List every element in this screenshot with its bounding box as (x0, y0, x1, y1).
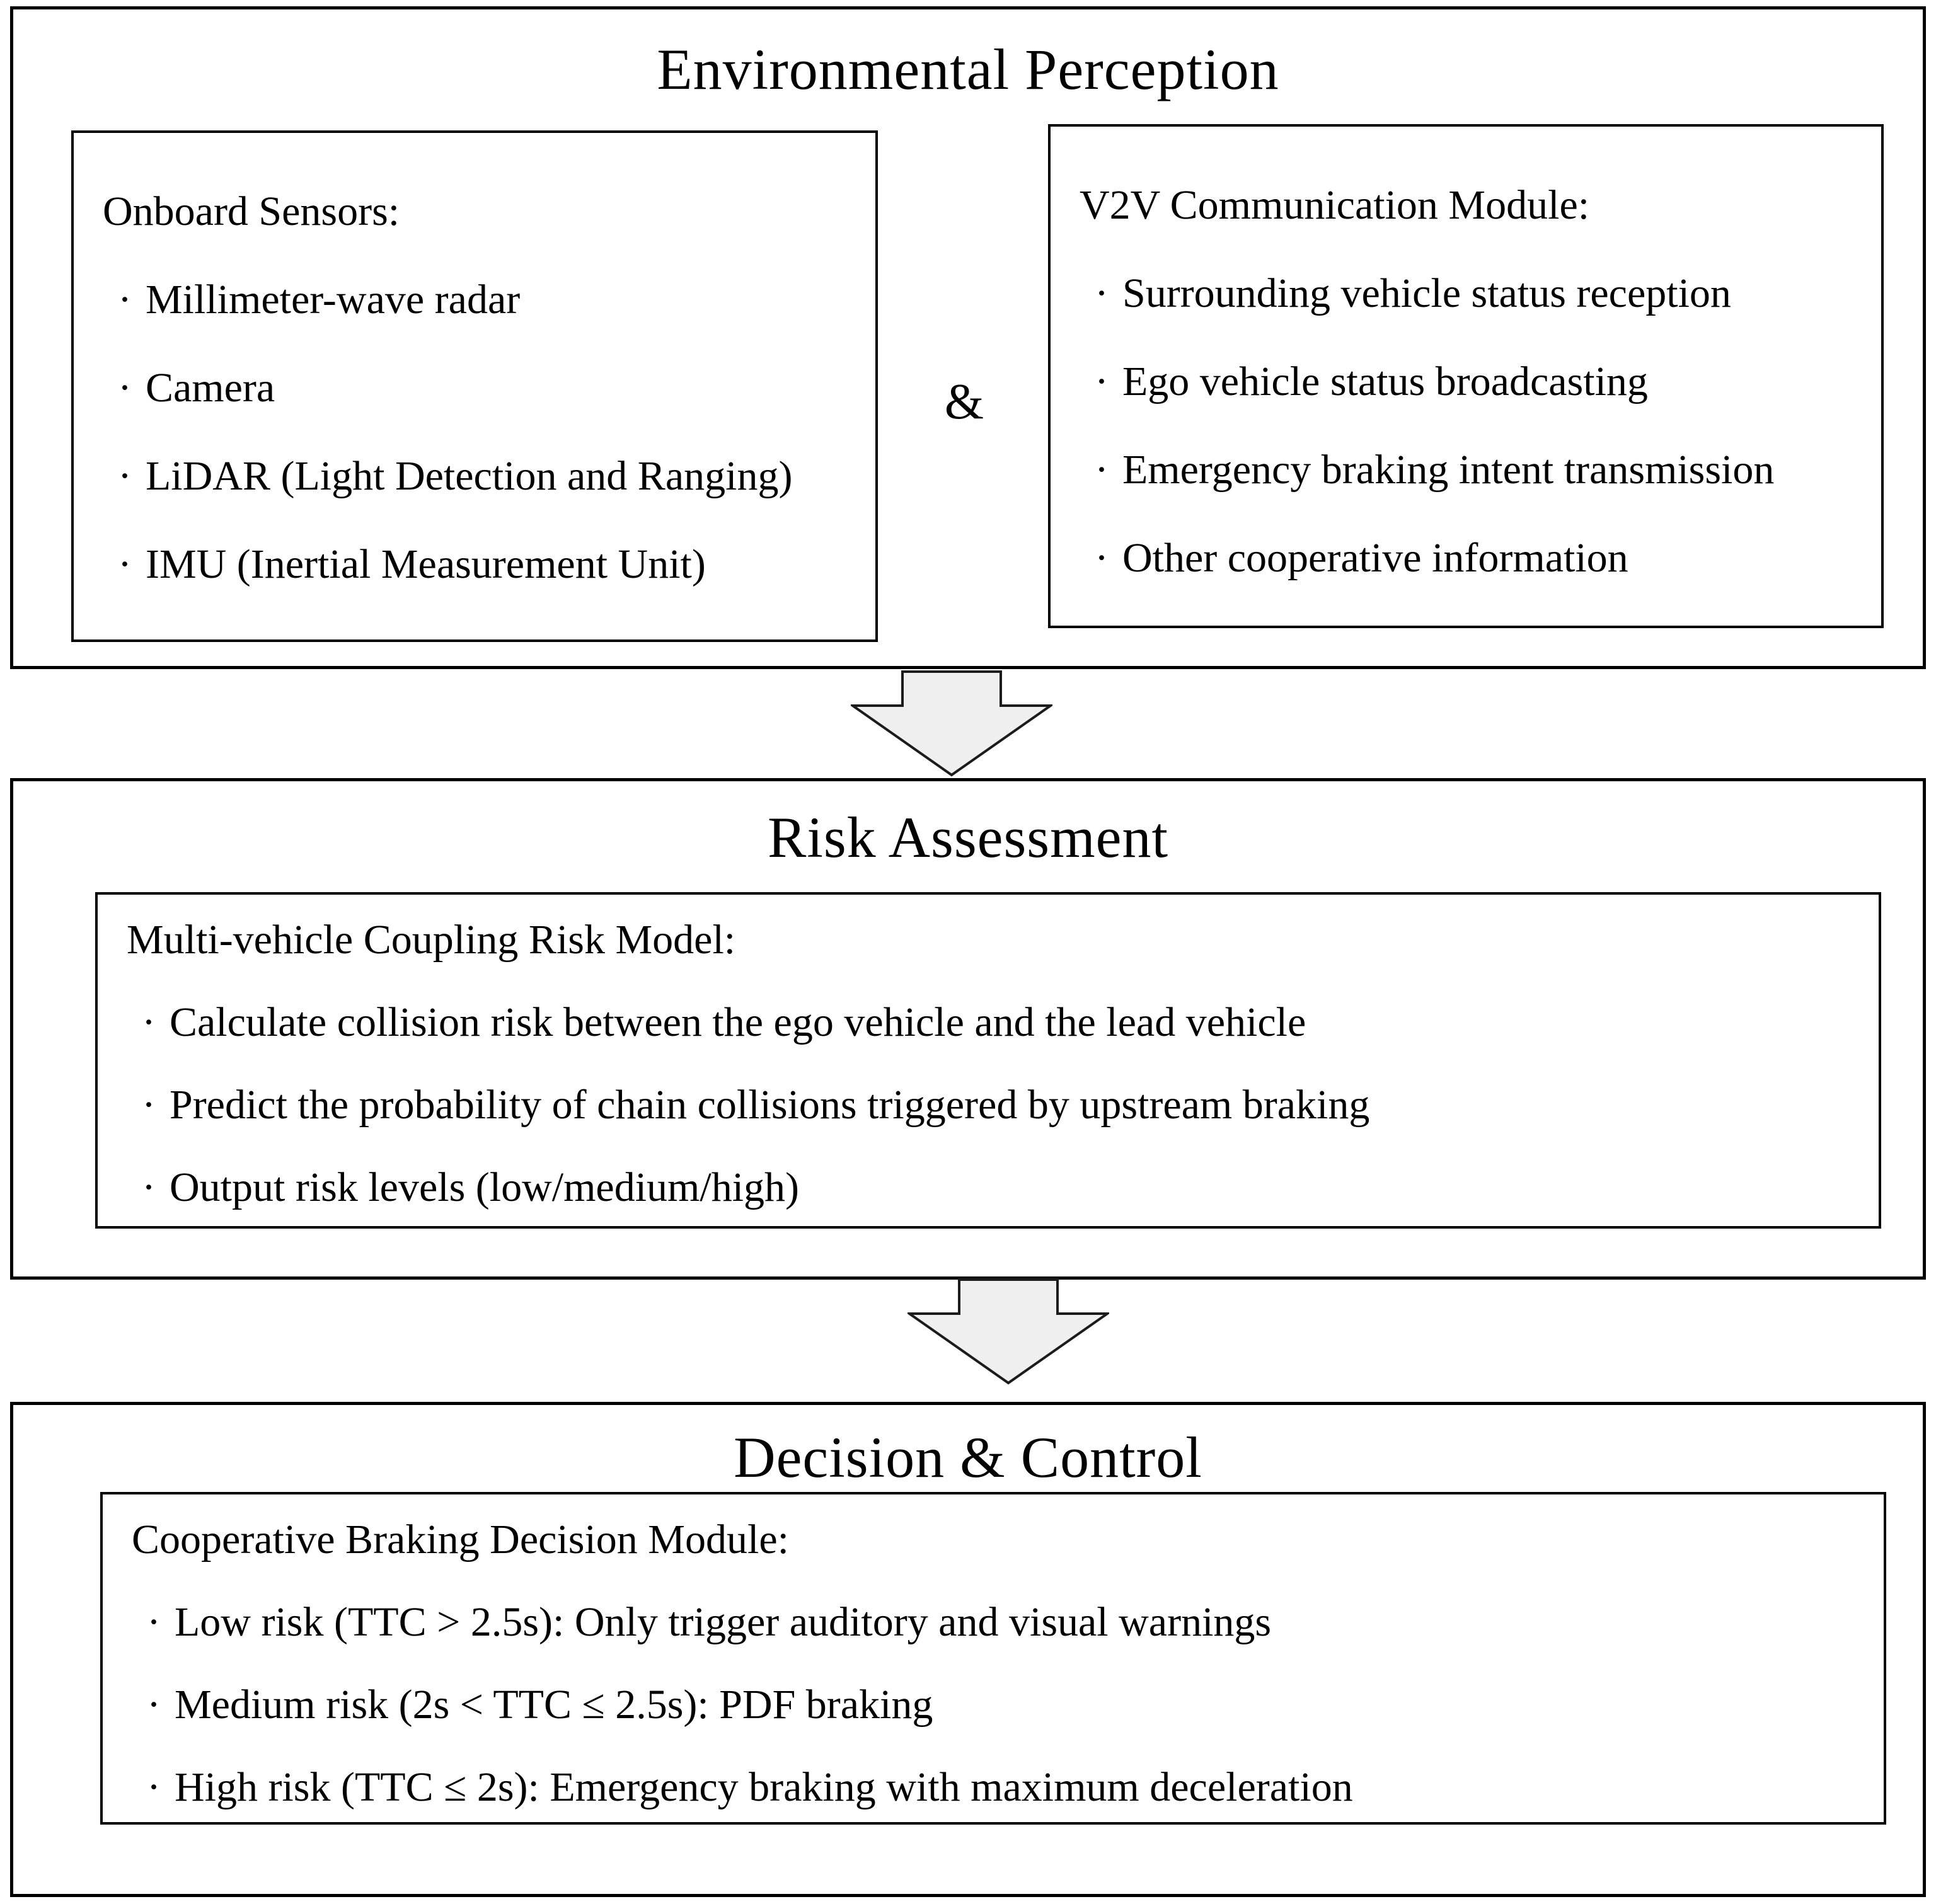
braking-decision-content: Cooperative Braking Decision Module: · L… (103, 1494, 1884, 1822)
list-item-text: IMU (Inertial Measurement Unit) (145, 541, 706, 587)
list-item-text: Surrounding vehicle status reception (1122, 270, 1731, 316)
list-item: · Emergency braking intent transmission (1080, 426, 1862, 514)
bullet-dot: · (1095, 535, 1109, 581)
list-item: · High risk (TTC ≤ 2s): Emergency brakin… (132, 1746, 1865, 1822)
list-item: · Ego vehicle status broadcasting (1080, 338, 1862, 426)
section-title-risk-assessment: Risk Assessment (767, 805, 1169, 869)
down-arrow-icon (851, 670, 1052, 777)
list-item-text: Output risk levels (low/medium/high) (169, 1164, 800, 1210)
list-item: · LiDAR (Light Detection and Ranging) (103, 432, 856, 520)
list-item-text: Predict the probability of chain collisi… (169, 1081, 1370, 1128)
risk-model-box: Multi-vehicle Coupling Risk Model: · Cal… (95, 892, 1881, 1229)
bullet-dot: · (118, 277, 132, 323)
v2v-communication-content: V2V Communication Module: · Surrounding … (1051, 127, 1881, 602)
list-item: · Medium risk (2s < TTC ≤ 2.5s): PDF bra… (132, 1663, 1865, 1746)
box-heading-text: Multi-vehicle Coupling Risk Model: (127, 916, 736, 963)
list-item: · Predict the probability of chain colli… (127, 1064, 1860, 1146)
risk-model-content: Multi-vehicle Coupling Risk Model: · Cal… (98, 895, 1879, 1226)
list-item: · IMU (Inertial Measurement Unit) (103, 520, 856, 609)
list-item-text: High risk (TTC ≤ 2s): Emergency braking … (174, 1763, 1353, 1810)
bullet-dot: · (142, 999, 156, 1045)
list-item-text: Low risk (TTC > 2.5s): Only trigger audi… (174, 1598, 1272, 1645)
list-item: · Calculate collision risk between the e… (127, 981, 1860, 1064)
section-title-decision-control: Decision & Control (734, 1425, 1202, 1489)
bullet-dot: · (147, 1598, 161, 1645)
braking-decision-box: Cooperative Braking Decision Module: · L… (100, 1492, 1886, 1825)
bullet-dot: · (118, 453, 132, 499)
bullet-dot: · (142, 1081, 156, 1128)
box-heading-text: Cooperative Braking Decision Module: (132, 1516, 789, 1563)
list-item-text: Camera (145, 365, 275, 411)
list-item-text: Millimeter-wave radar (145, 277, 521, 323)
list-item: · Low risk (TTC > 2.5s): Only trigger au… (132, 1581, 1865, 1663)
box-heading: Cooperative Braking Decision Module: (132, 1498, 1865, 1581)
bullet-dot: · (118, 541, 132, 587)
list-item: · Surrounding vehicle status reception (1080, 249, 1862, 338)
bullet-dot: · (142, 1164, 156, 1210)
list-item: · Millimeter-wave radar (103, 256, 856, 344)
down-arrow-icon (908, 1278, 1109, 1385)
section-title-environmental-perception: Environmental Perception (657, 37, 1279, 101)
bullet-dot: · (1095, 358, 1109, 404)
onboard-sensors-content: Onboard Sensors: · Millimeter-wave radar… (74, 133, 875, 609)
list-item-text: Emergency braking intent transmission (1122, 447, 1775, 493)
list-item: · Camera (103, 344, 856, 432)
decision-control-section: Decision & Control Cooperative Braking D… (10, 1402, 1926, 1897)
box-heading: Multi-vehicle Coupling Risk Model: (127, 898, 1860, 981)
list-item-text: Medium risk (2s < TTC ≤ 2.5s): PDF braki… (174, 1681, 933, 1728)
list-item-text: Calculate collision risk between the ego… (169, 999, 1306, 1045)
v2v-communication-box: V2V Communication Module: · Surrounding … (1048, 124, 1884, 628)
environmental-perception-section: Environmental Perception Onboard Sensors… (10, 6, 1926, 669)
list-item: · Output risk levels (low/medium/high) (127, 1146, 1860, 1226)
bullet-dot: · (147, 1763, 161, 1810)
ampersand-joiner: & (944, 374, 984, 430)
list-item-text: LiDAR (Light Detection and Ranging) (145, 453, 793, 499)
onboard-sensors-box: Onboard Sensors: · Millimeter-wave radar… (71, 130, 878, 642)
list-item: · Other cooperative information (1080, 514, 1862, 602)
box-heading-text: Onboard Sensors: (103, 188, 400, 234)
box-heading-text: V2V Communication Module: (1080, 182, 1590, 228)
bullet-dot: · (147, 1681, 161, 1728)
bullet-dot: · (118, 365, 132, 411)
risk-assessment-section: Risk Assessment Multi-vehicle Coupling R… (10, 778, 1926, 1280)
list-item-text: Ego vehicle status broadcasting (1122, 358, 1648, 404)
bullet-dot: · (1095, 270, 1109, 316)
bullet-dot: · (1095, 447, 1109, 493)
box-heading: V2V Communication Module: (1080, 161, 1862, 249)
list-item-text: Other cooperative information (1122, 535, 1628, 581)
box-heading: Onboard Sensors: (103, 168, 856, 256)
